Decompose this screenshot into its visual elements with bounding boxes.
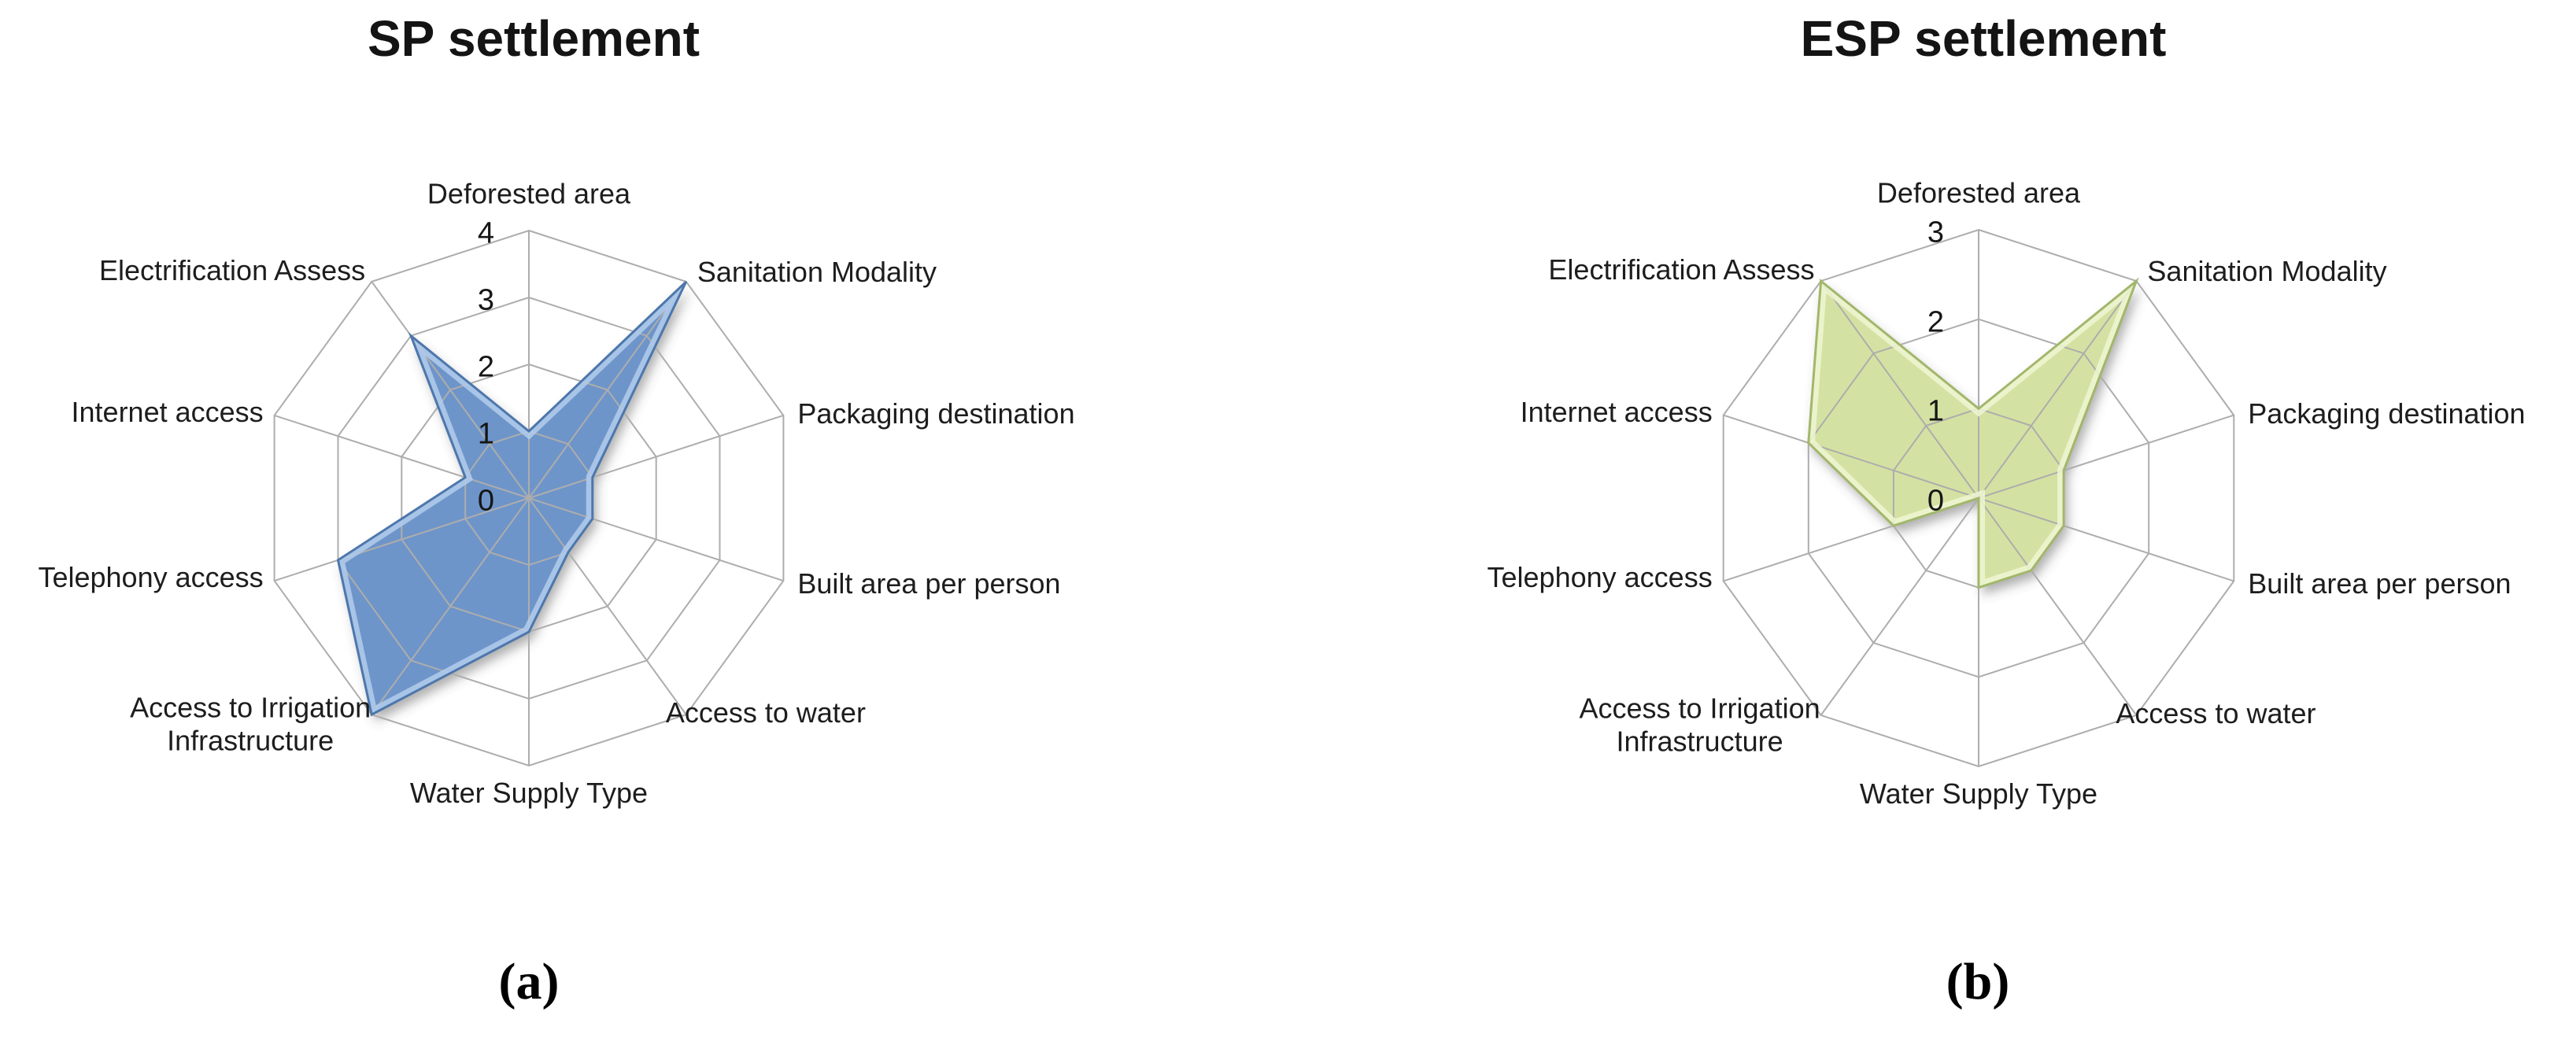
- radar-axis-line: [1723, 497, 1979, 582]
- radar-area-border: [336, 280, 688, 717]
- axis-label-water-supply-type: Water Supply Type: [409, 777, 649, 809]
- radar-grid-ring: [1807, 318, 2150, 678]
- chart-title-sp: SP settlement: [367, 10, 700, 67]
- radar-grid-ring: [1722, 228, 2235, 768]
- radar-grid-ring: [401, 363, 657, 633]
- radar-area-border: [1807, 277, 2139, 589]
- radar-grid-ring: [1892, 408, 2065, 589]
- axis-label-telephony-access: Telephony access: [38, 561, 264, 594]
- axis-label-telephony-access: Telephony access: [1487, 561, 1713, 594]
- axis-label-access-to-water: Access to water: [2116, 696, 2316, 729]
- axis-label-built-area-per-person: Built area per person: [2248, 567, 2511, 600]
- tick-label-3: 3: [477, 283, 494, 317]
- axis-label-access-to-irrigation-infrastructure: Access to Irrigation Infrastructure: [1579, 692, 1820, 757]
- radar-axis-line: [1978, 497, 2234, 582]
- radar-axis-line: [371, 281, 530, 499]
- axis-label-packaging-destination: Packaging destination: [797, 397, 1075, 430]
- tick-label-0: 0: [477, 484, 494, 518]
- radar-grid-ring: [464, 430, 593, 567]
- radar-axis-line: [1820, 497, 1979, 716]
- radar-axis-line: [528, 414, 784, 499]
- radar-axis-line: [1820, 280, 1979, 499]
- radar-axis-line: [528, 497, 687, 715]
- axis-label-access-to-water: Access to water: [665, 696, 866, 729]
- tick-label-3: 3: [1927, 216, 1944, 249]
- radar-grid: [273, 229, 785, 767]
- panel-caption-a: (a): [498, 953, 560, 1010]
- radar-grid-ring: [337, 296, 721, 700]
- axis-label-deforested-area: Deforested area: [427, 177, 631, 210]
- radar-axis-line: [1978, 414, 2234, 499]
- radar-grid: [1722, 228, 2235, 768]
- axis-label-packaging-destination: Packaging destination: [2248, 397, 2526, 430]
- tick-label-1: 1: [1927, 394, 1944, 428]
- tick-label-2: 2: [477, 350, 494, 384]
- radar-axis-line: [528, 497, 784, 582]
- radar-grid-ring: [273, 229, 785, 767]
- axis-label-sanitation-modality: Sanitation Modality: [697, 256, 937, 289]
- chart-title-esp: ESP settlement: [1800, 10, 2167, 67]
- tick-label-1: 1: [477, 417, 494, 451]
- radar-axis-line: [1978, 280, 2138, 499]
- tick-label-0: 0: [1927, 484, 1944, 518]
- radar-axis-line: [274, 497, 530, 582]
- tick-label-2: 2: [1927, 305, 1944, 339]
- axis-label-sanitation-modality: Sanitation Modality: [2147, 255, 2387, 288]
- radar-area: [1808, 281, 2137, 588]
- axis-label-electrification-assess: Electrification Assess: [99, 254, 366, 287]
- radar-area-highlight: [338, 281, 686, 715]
- axis-label-electrification-assess: Electrification Assess: [1548, 253, 1815, 286]
- radar-axis-line: [1723, 414, 1979, 499]
- axis-label-access-to-irrigation-infrastructure: Access to Irrigation Infrastructure: [130, 691, 371, 757]
- axis-label-built-area-per-person: Built area per person: [797, 567, 1061, 600]
- radar-axis-line: [528, 281, 687, 499]
- axis-label-deforested-area: Deforested area: [1876, 176, 2081, 209]
- radar-axis-line: [371, 497, 530, 715]
- axis-label-internet-access: Internet access: [1520, 395, 1713, 428]
- axis-label-water-supply-type: Water Supply Type: [1859, 777, 2098, 810]
- radar-axis-line: [1978, 497, 2138, 716]
- radar-area-highlight: [1808, 281, 2137, 588]
- panel-caption-b: (b): [1946, 953, 2010, 1010]
- radar-axis-line: [274, 414, 530, 499]
- axis-label-internet-access: Internet access: [71, 396, 264, 429]
- tick-label-4: 4: [477, 216, 494, 250]
- radar-area: [338, 281, 686, 715]
